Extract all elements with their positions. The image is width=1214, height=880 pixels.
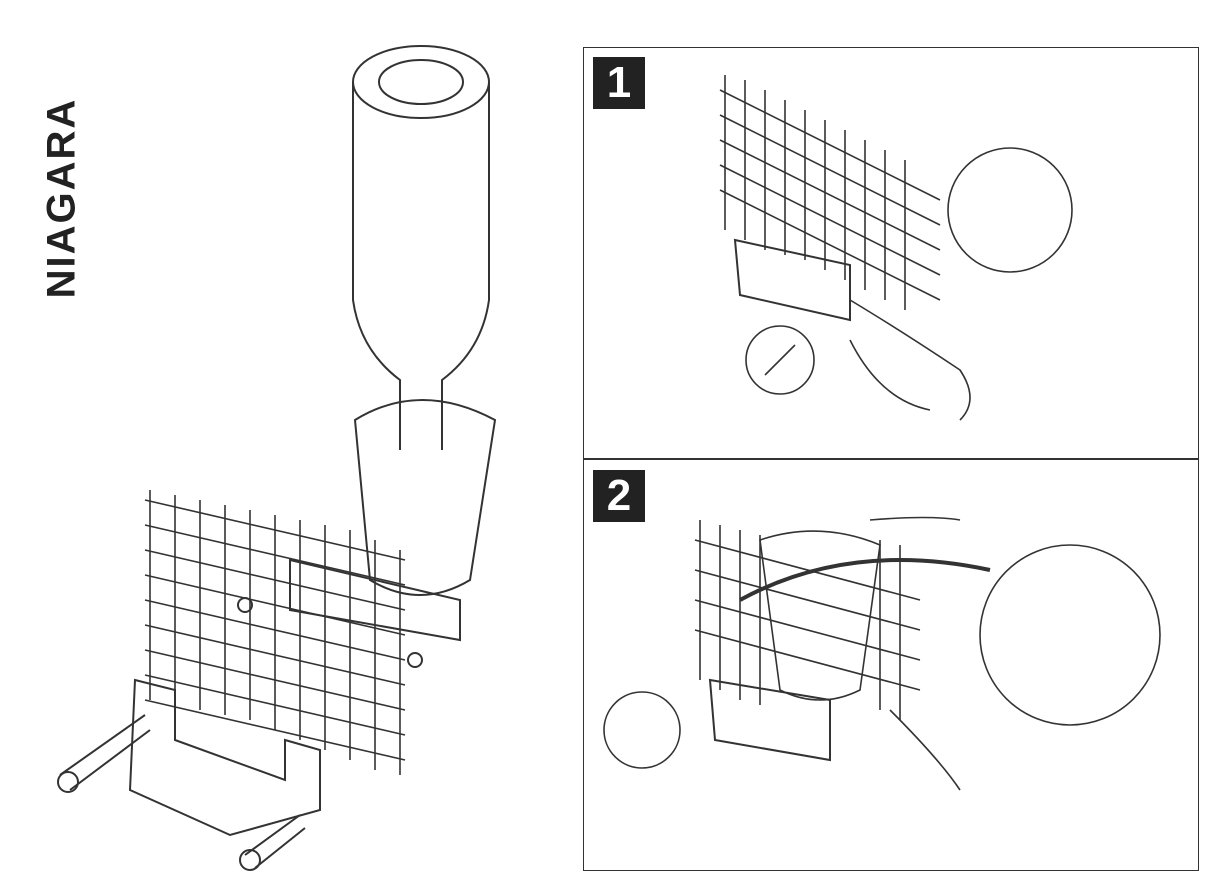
bracket-drawing [128,558,461,837]
panel-divider [583,458,1199,460]
wire-mesh-drawing [144,490,406,775]
step-1-badge: 1 [593,57,645,109]
bottle-drawing [352,45,497,596]
step2-drawing [603,516,1161,791]
step1-drawing [719,75,1073,421]
bolt-drawing [57,597,423,871]
step-2-badge: 2 [593,470,645,522]
